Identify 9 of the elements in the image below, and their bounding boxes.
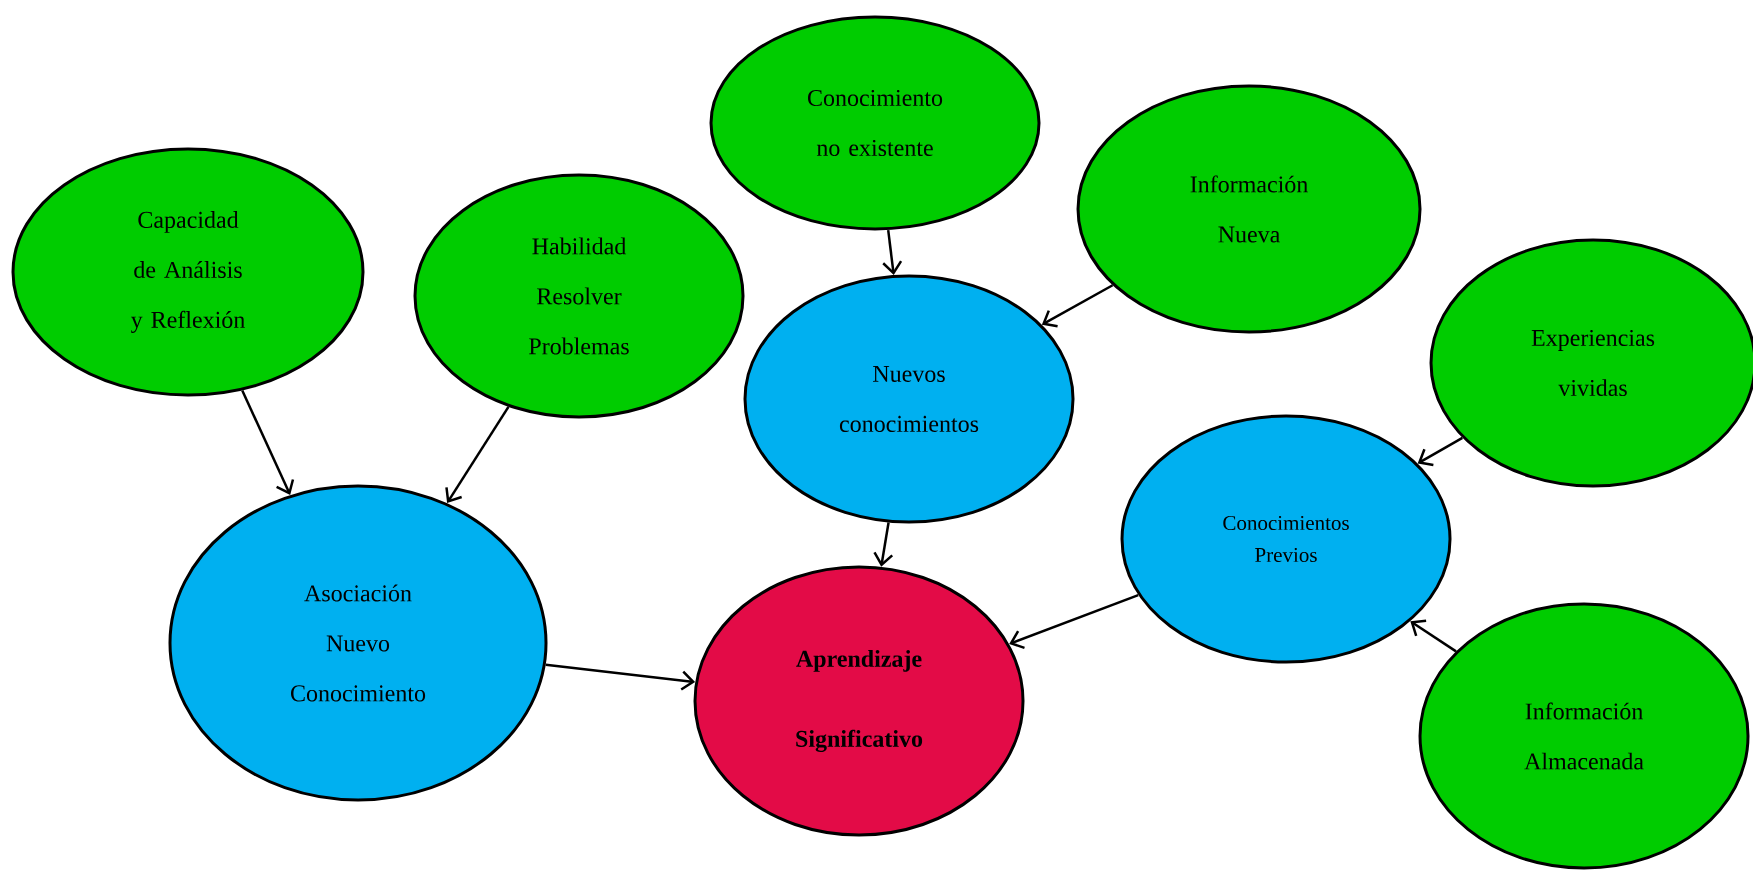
arrow [1041, 284, 1114, 328]
arrow [1410, 619, 1457, 653]
arrow [873, 522, 894, 567]
arrow [445, 406, 510, 504]
arrow [545, 663, 696, 691]
arrow [241, 389, 295, 495]
arrow [1417, 436, 1463, 467]
arrow [1009, 593, 1139, 650]
arrow [882, 230, 903, 276]
